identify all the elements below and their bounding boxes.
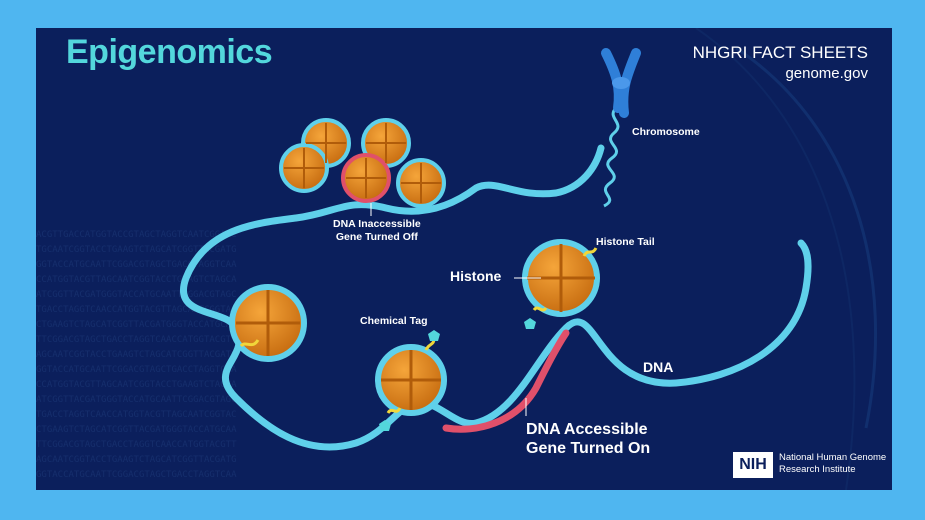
- chemical-tag-icon: [428, 330, 440, 341]
- label-histone-tail: Histone Tail: [596, 236, 655, 248]
- label-dna-inaccessible: DNA Inaccessible Gene Turned Off: [333, 218, 421, 244]
- label-histone: Histone: [450, 268, 502, 284]
- chemical-tag-icon: [524, 318, 536, 329]
- chromosome-coil: [603, 106, 620, 208]
- inaccessible-histone-cluster: [279, 118, 446, 208]
- label-dna: DNA: [643, 359, 674, 375]
- site-label: genome.gov: [785, 65, 868, 82]
- chromosome-icon: [601, 48, 641, 118]
- label-dna-inaccessible-line1: DNA Inaccessible: [333, 218, 421, 230]
- decorative-arc: [695, 28, 856, 490]
- epigenomics-diagram: [180, 28, 877, 490]
- decorative-arc: [735, 46, 877, 429]
- label-dna-accessible: DNA Accessible Gene Turned On: [526, 420, 650, 458]
- brand-block: NHGRI FACT SHEETS genome.gov: [693, 42, 868, 84]
- infographic-panel: ACGTTGACCATGGTACCGTAGCTAGGTCAATCGGATC TG…: [36, 28, 892, 490]
- nih-line2: Research Institute: [779, 464, 856, 475]
- label-gene-turned-on: Gene Turned On: [526, 440, 651, 457]
- fact-sheets-label: NHGRI FACT SHEETS: [692, 43, 868, 62]
- nih-line1: National Human Genome: [779, 452, 887, 463]
- chemical-tag-icon: [379, 420, 391, 431]
- label-gene-turned-off: Gene Turned Off: [335, 231, 418, 243]
- label-dna-accessible-line1: DNA Accessible: [526, 421, 648, 438]
- accessible-dna-segment: [442, 329, 570, 433]
- histone-middle: [375, 330, 447, 431]
- dna-strand: [180, 144, 812, 451]
- histone-right: [522, 239, 600, 329]
- label-chemical-tag: Chemical Tag: [360, 315, 428, 327]
- histone-left: [229, 284, 307, 362]
- nih-institute-name: National Human Genome Research Institute: [779, 452, 886, 476]
- page-title: Epigenomics: [66, 33, 273, 71]
- background-sequence-texture: ACGTTGACCATGGTACCGTAGCTAGGTCAATCGGATC TG…: [36, 230, 237, 480]
- label-chromosome: Chromosome: [632, 126, 700, 138]
- nih-logo: NIH: [733, 452, 773, 478]
